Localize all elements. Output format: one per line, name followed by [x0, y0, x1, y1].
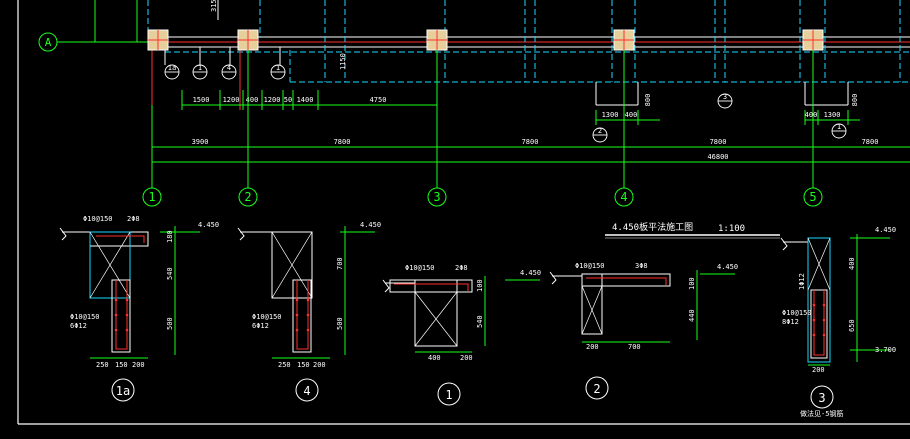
svg-text:1: 1	[276, 64, 280, 72]
svg-text:700: 700	[628, 343, 641, 351]
svg-text:1: 1	[198, 64, 202, 72]
svg-text:1300: 1300	[602, 111, 619, 119]
svg-text:440: 440	[688, 309, 696, 322]
svg-text:150: 150	[297, 361, 310, 369]
dim-row-left: 1500 1200 400 1200 50 1400 4750	[181, 90, 438, 110]
svg-text:100: 100	[476, 279, 484, 292]
svg-text:1500: 1500	[193, 96, 210, 104]
svg-text:4750: 4750	[370, 96, 387, 104]
svg-text:200: 200	[460, 354, 473, 362]
svg-text:做法见-5钢筋: 做法见-5钢筋	[800, 409, 843, 418]
svg-text:250: 250	[278, 361, 291, 369]
svg-text:Φ10@150: Φ10@150	[83, 215, 113, 223]
svg-text:200: 200	[586, 343, 599, 351]
section-1a-label: 1a	[116, 384, 130, 398]
svg-text:800: 800	[851, 94, 859, 107]
section-4: Φ10@150 6Φ12 4.450 700 500 250 150 200 4	[237, 221, 381, 402]
svg-text:4.450: 4.450	[875, 226, 896, 234]
svg-text:6Φ12: 6Φ12	[70, 322, 87, 330]
section-3: 4.450 3.700 400 650 Φ10@150 8Φ12 1Φ12 20…	[780, 226, 896, 418]
svg-text:7800: 7800	[862, 138, 879, 146]
svg-text:400: 400	[625, 111, 638, 119]
svg-text:540: 540	[166, 267, 174, 280]
svg-text:Φ10@150: Φ10@150	[405, 264, 435, 272]
svg-text:4.450: 4.450	[360, 221, 381, 229]
svg-text:400: 400	[428, 354, 441, 362]
drawing-frame	[17, 0, 910, 425]
axis-2-label: 2	[244, 190, 251, 204]
axis-1-label: 1	[148, 190, 155, 204]
svg-text:1Φ12: 1Φ12	[798, 273, 806, 290]
svg-text:700: 700	[336, 257, 344, 270]
svg-text:2Φ8: 2Φ8	[127, 215, 140, 223]
svg-text:180: 180	[166, 230, 174, 243]
svg-text:3150: 3150	[210, 0, 218, 12]
axis-3-label: 3	[433, 190, 440, 204]
svg-text:50: 50	[284, 96, 292, 104]
axis-a-label: A	[45, 36, 52, 49]
svg-text:200: 200	[313, 361, 326, 369]
svg-text:3.700: 3.700	[875, 346, 896, 354]
svg-text:1a: 1a	[168, 64, 176, 72]
small-dims: 1150 3150	[210, 0, 347, 70]
svg-text:150: 150	[115, 361, 128, 369]
svg-text:2: 2	[598, 127, 602, 135]
svg-text:1200: 1200	[223, 96, 240, 104]
svg-text:1400: 1400	[297, 96, 314, 104]
svg-text:8Φ12: 8Φ12	[782, 318, 799, 326]
svg-text:500: 500	[166, 317, 174, 330]
plan-marker-labels: 1a 1 4 1 2 3 1	[168, 64, 841, 135]
svg-text:100: 100	[688, 277, 696, 290]
section-3-label: 3	[818, 391, 825, 405]
svg-text:46800: 46800	[707, 153, 728, 161]
svg-text:650: 650	[848, 319, 856, 332]
svg-text:200: 200	[812, 366, 825, 374]
svg-text:540: 540	[476, 315, 484, 328]
svg-text:4: 4	[227, 64, 231, 72]
svg-text:3: 3	[723, 93, 727, 101]
svg-text:Φ10@150: Φ10@150	[252, 313, 282, 321]
svg-text:7800: 7800	[522, 138, 539, 146]
svg-text:400: 400	[246, 96, 259, 104]
dim-row-mid: 1300 400 800 400 1300 800	[595, 94, 860, 125]
plan-title-scale: 1:100	[718, 224, 745, 234]
svg-text:7800: 7800	[334, 138, 351, 146]
axis-5-label: 5	[809, 190, 816, 204]
svg-text:1: 1	[837, 123, 841, 131]
section-4-label: 4	[303, 384, 310, 398]
svg-text:3900: 3900	[192, 138, 209, 146]
axis-4-label: 4	[620, 190, 627, 204]
svg-text:1150: 1150	[339, 53, 347, 70]
svg-text:2Φ8: 2Φ8	[455, 264, 468, 272]
axis-dims: 3900 7800 7800 7800 7800 46800 1 2 3 4 5	[142, 50, 910, 207]
svg-text:400: 400	[848, 257, 856, 270]
svg-text:1200: 1200	[264, 96, 281, 104]
section-1: Φ10@150 2Φ8 4.450 100 540 400 200 1	[382, 264, 541, 406]
svg-text:Φ10@150: Φ10@150	[782, 309, 812, 317]
svg-text:1300: 1300	[824, 111, 841, 119]
svg-text:Φ10@150: Φ10@150	[575, 262, 605, 270]
section-1-label: 1	[445, 388, 452, 402]
plan-title-text: 4.450板平法施工图	[612, 221, 693, 233]
svg-text:6Φ12: 6Φ12	[252, 322, 269, 330]
slab-outlines	[147, 0, 910, 110]
section-2: Φ10@150 3Φ8 4.450 100 440 200 700 2	[549, 262, 738, 400]
plan-section-markers	[164, 64, 847, 143]
svg-text:800: 800	[644, 94, 652, 107]
svg-text:4.450: 4.450	[520, 269, 541, 277]
svg-text:500: 500	[336, 317, 344, 330]
svg-text:3Φ8: 3Φ8	[635, 262, 648, 270]
axis-a: A	[38, 0, 910, 52]
plan-title: 4.450板平法施工图 1:100	[605, 221, 780, 239]
section-1a: Φ10@150 2Φ8 Φ10@150 6Φ12 4.450 180 540 5…	[59, 215, 219, 402]
svg-text:4.450: 4.450	[717, 263, 738, 271]
svg-text:Φ10@150: Φ10@150	[70, 313, 100, 321]
svg-text:200: 200	[132, 361, 145, 369]
svg-text:4.450: 4.450	[198, 221, 219, 229]
svg-text:250: 250	[96, 361, 109, 369]
svg-text:7800: 7800	[710, 138, 727, 146]
section-2-label: 2	[593, 382, 600, 396]
svg-text:400: 400	[805, 111, 818, 119]
